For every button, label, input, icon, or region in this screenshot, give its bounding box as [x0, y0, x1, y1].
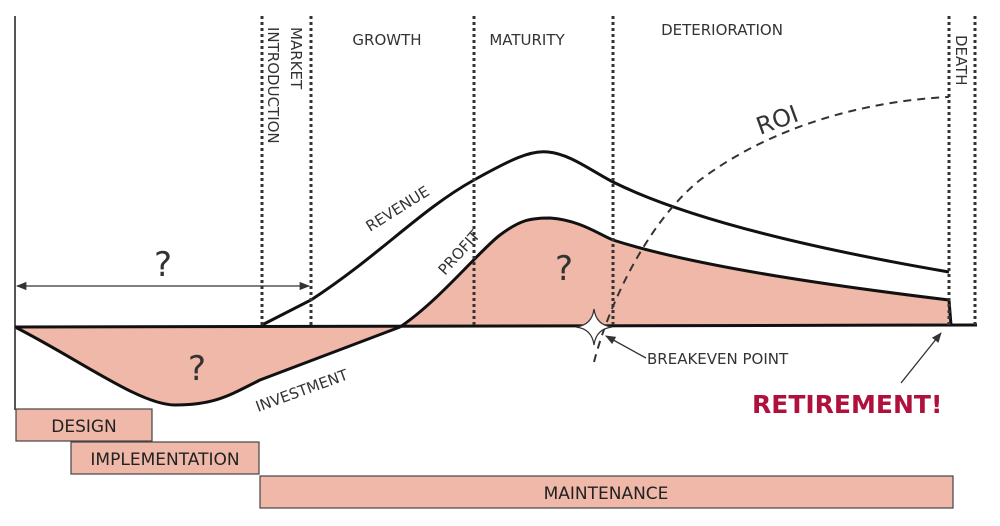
design-bar [15, 408, 153, 442]
roi-label: ROI [752, 100, 802, 141]
design-label: DESIGN [51, 417, 117, 437]
maintenance-label: MAINTENANCE [544, 484, 669, 504]
phase-market-label: MARKET [287, 27, 305, 90]
implementation-bar [70, 441, 260, 475]
phase-death-label: DEATH [952, 35, 970, 86]
profit-unknown: ? [555, 249, 573, 289]
duration-unknown: ? [154, 245, 172, 285]
phase-deterioration-label: DETERIORATION [661, 21, 783, 39]
investment-curve [14, 325, 401, 407]
revenue-curve [261, 150, 950, 327]
breakeven-arrow [605, 335, 647, 359]
profit-area [400, 218, 951, 327]
revenue-label: REVENUE [363, 182, 433, 235]
phase-maturity-label: MATURITY [489, 31, 565, 49]
investment-area [15, 327, 400, 405]
breakeven-star-icon [575, 308, 613, 346]
profit-curve [399, 216, 953, 329]
roi-curve [593, 96, 950, 363]
retirement-arrow [900, 332, 942, 384]
phase-growth-label: GROWTH [352, 31, 421, 49]
retirement-label: RETIREMENT! [752, 390, 942, 419]
maintenance-bar [259, 475, 954, 509]
breakeven-label: BREAKEVEN POINT [647, 350, 789, 368]
phase-introduction-label: INTRODUCTION [264, 27, 282, 144]
baseline-axis [14, 323, 978, 329]
investment-unknown: ? [188, 349, 206, 389]
implementation-label: IMPLEMENTATION [90, 450, 239, 470]
